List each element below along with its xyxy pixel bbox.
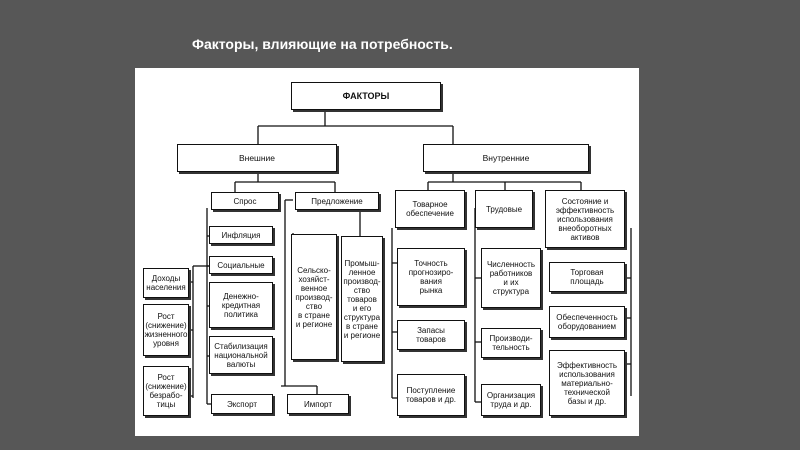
social-box: Социальные (209, 256, 273, 274)
import-box: Импорт (287, 394, 349, 414)
agricultural-production-box: Сельско- хозяйст- венное производ- ство … (291, 234, 337, 360)
goods-supply-box: Товарное обеспечение (395, 190, 465, 228)
trade-area-box: Торговая площадь (549, 262, 625, 292)
external-factors: Внешние (177, 144, 337, 172)
material-base-box: Эффективность использования материально-… (549, 350, 625, 416)
staff-number-box: Численность работников и их структура (481, 248, 541, 308)
demand-box: Спрос (211, 192, 279, 210)
connector-lines (189, 110, 632, 405)
equipment-box: Обеспеченность оборудованием (549, 306, 625, 338)
forecast-accuracy-box: Точность прогнозиро- вания рынка (397, 248, 465, 306)
currency-stabilization-box: Стабилизация национальной валюты (209, 336, 273, 374)
inflation-box: Инфляция (209, 226, 273, 244)
factors-root: ФАКТОРЫ (291, 82, 441, 110)
unemployment-box: Рост (снижение) безрабо- тицы (143, 366, 189, 416)
assets-state-box: Состояние и эффективность использования … (545, 190, 625, 248)
export-box: Экспорт (211, 394, 273, 414)
slide-title: Факторы, влияющие на потребность. (192, 36, 453, 52)
income-box: Доходы населения (143, 268, 189, 298)
productivity-box: Производи- тельность (481, 328, 541, 358)
labor-organization-box: Организация труда и др. (481, 384, 541, 416)
goods-stocks-box: Запасы товаров (397, 320, 465, 350)
internal-factors: Внутренние (423, 144, 589, 172)
diagram-scan: ФАКТОРЫ Внешние Внутренние Спрос Предлож… (135, 68, 639, 436)
monetary-policy-box: Денежно- кредитная политика (209, 282, 273, 328)
goods-receipts-box: Поступление товаров и др. (397, 374, 465, 416)
industrial-production-box: Промыш- ленное производ- ство товаров и … (341, 236, 383, 362)
labor-box: Трудовые (475, 190, 533, 228)
supply-box: Предложение (295, 192, 379, 210)
living-standard-box: Рост (снижение) жизненного уровня (143, 304, 189, 356)
